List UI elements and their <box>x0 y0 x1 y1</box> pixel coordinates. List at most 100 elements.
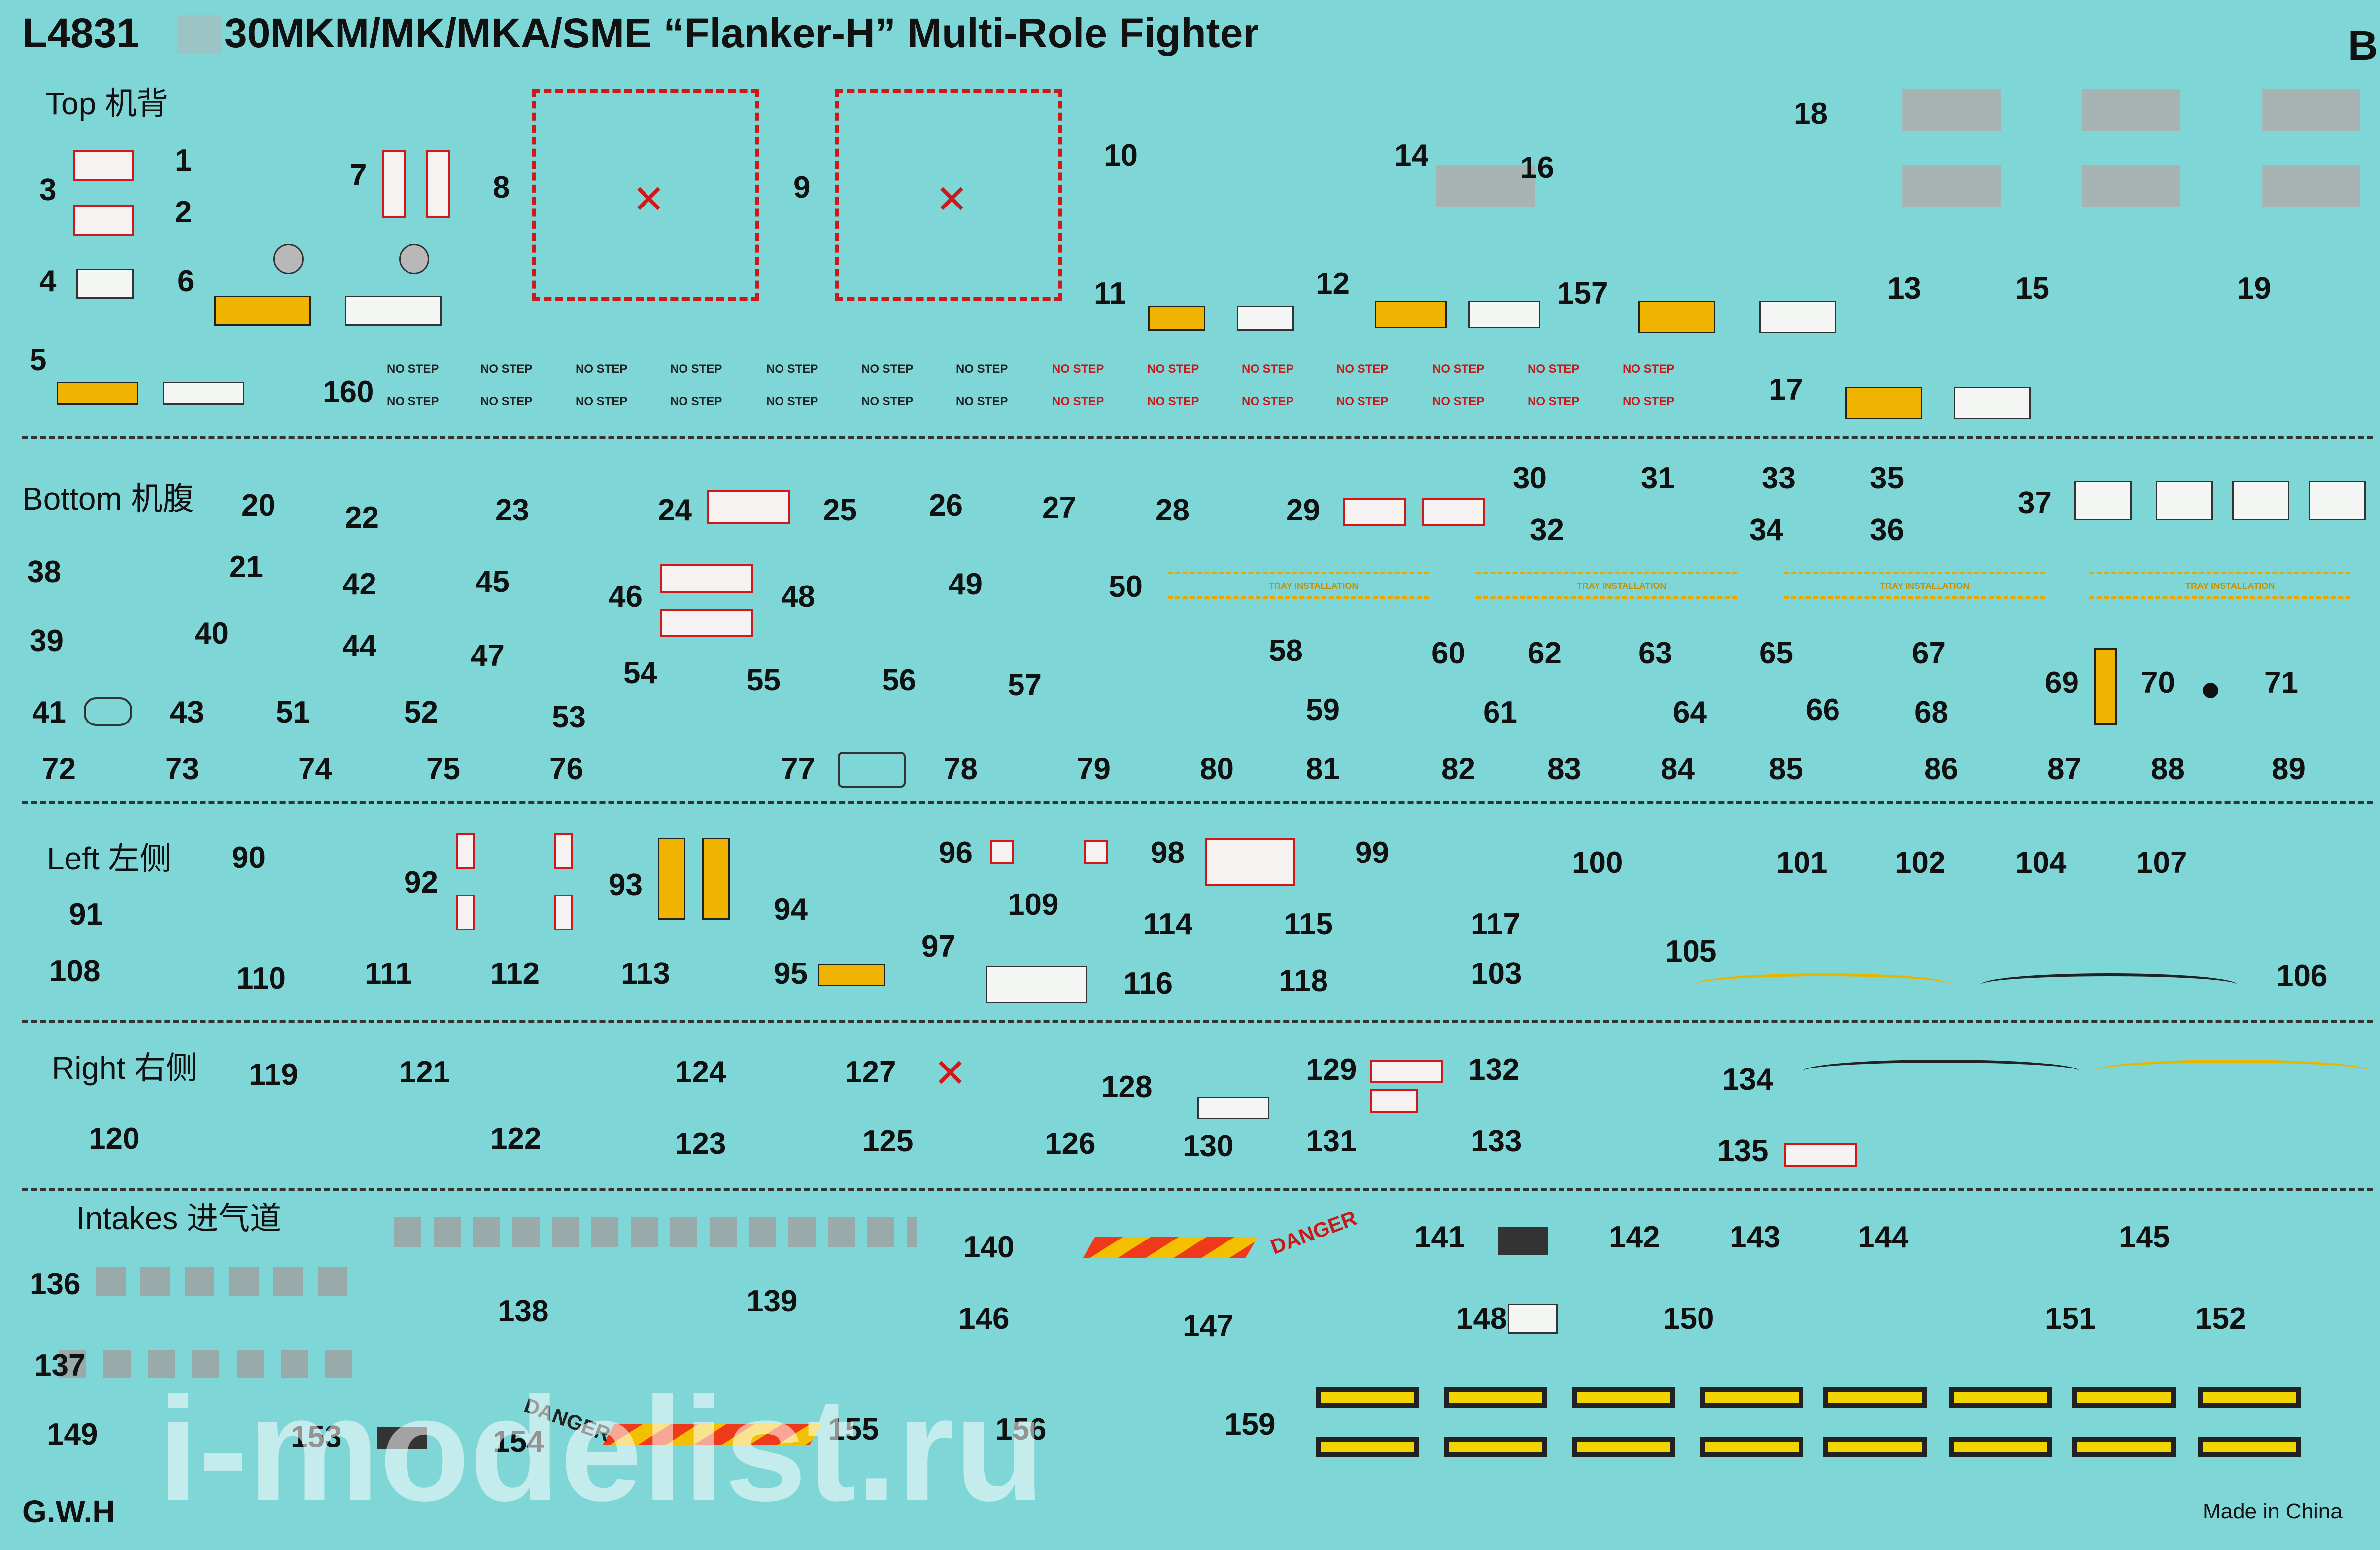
walkway-bar <box>1316 1437 1419 1457</box>
brand-logo: G.W.H <box>22 1494 115 1529</box>
decal-number: 76 <box>549 752 583 786</box>
warning-strip <box>426 150 450 218</box>
decal-number: 111 <box>365 957 412 991</box>
info-plate <box>345 296 442 326</box>
walkway-bar <box>1823 1437 1927 1457</box>
intake-panel-row <box>96 1267 362 1296</box>
section-divider <box>22 1020 2373 1023</box>
warning-plate <box>73 150 134 181</box>
grey-panel <box>2082 165 2180 207</box>
decal-number: 57 <box>1008 668 1042 702</box>
no-step-stencil: NO STEP <box>1432 362 1485 376</box>
decal-number: 66 <box>1806 693 1840 727</box>
decal-number: 22 <box>345 501 379 535</box>
tray-installation-stencil: TRAY INSTALLATION <box>2185 581 2275 591</box>
info-plate <box>163 382 244 405</box>
decal-number: 44 <box>342 629 376 663</box>
decal-number: 55 <box>747 663 781 697</box>
red-outline-box <box>456 833 475 869</box>
no-step-stencil: NO STEP <box>861 362 914 376</box>
tray-line <box>1168 572 1429 574</box>
section-divider <box>22 436 2373 439</box>
walkway-bar <box>2072 1437 2176 1457</box>
panel-decal <box>2156 481 2213 520</box>
grey-panel <box>1902 165 2001 207</box>
decal-number: 119 <box>249 1058 299 1092</box>
decal-number: 130 <box>1183 1129 1234 1163</box>
decal-number: 67 <box>1912 636 1946 670</box>
decal-number: 152 <box>2195 1302 2246 1336</box>
decal-number: 65 <box>1759 636 1793 670</box>
decal-number: 126 <box>1045 1127 1096 1161</box>
decal-number: 19 <box>2237 272 2271 306</box>
decal-number: 60 <box>1431 636 1465 670</box>
no-step-stencil: NO STEP <box>766 395 818 408</box>
no-step-stencil: NO STEP <box>1052 395 1104 408</box>
decal-number: 125 <box>862 1124 914 1158</box>
decal-number: 113 <box>621 957 671 991</box>
no-step-stencil: NO STEP <box>1336 362 1389 376</box>
sheet-title: 30MKM/MK/MKA/SME “Flanker-H” Multi-Role … <box>224 10 1259 56</box>
no-step-stencil: NO STEP <box>480 395 533 408</box>
decal-number: 63 <box>1638 636 1672 670</box>
decal-number: 79 <box>1077 752 1111 786</box>
no-step-stencil: NO STEP <box>387 362 439 376</box>
decal-number: 121 <box>399 1055 450 1089</box>
decal-number: 156 <box>995 1412 1047 1447</box>
section-label-bottom: Bottom 机腹 <box>22 481 194 517</box>
decal-number: 56 <box>882 663 916 697</box>
no-step-stencil: NO STEP <box>956 362 1008 376</box>
decal-number: 1 <box>175 143 192 177</box>
intake-panel-row <box>394 1217 917 1247</box>
decal-number: 153 <box>291 1420 342 1454</box>
decal-number: 32 <box>1530 513 1564 547</box>
decal-number: 68 <box>1914 695 1948 729</box>
decal-number: 99 <box>1355 836 1389 870</box>
decal-number: 12 <box>1316 267 1350 301</box>
no-step-stencil: NO STEP <box>1147 362 1199 376</box>
no-step-stencil: NO STEP <box>1242 362 1294 376</box>
decal-number: 36 <box>1870 513 1904 547</box>
section-divider <box>22 801 2373 804</box>
fuel-filler-icon <box>399 244 429 274</box>
decal-number: 144 <box>1858 1220 1909 1254</box>
decal-number: 78 <box>944 752 978 786</box>
section-label-left: Left 左侧 <box>47 841 171 876</box>
no-step-stencil: NO STEP <box>1147 395 1199 408</box>
warning-plate <box>1784 1143 1857 1167</box>
info-plate <box>1759 301 1836 333</box>
danger-label: DANGER <box>1267 1206 1360 1259</box>
decal-number: 98 <box>1151 836 1185 870</box>
decal-number: 58 <box>1269 634 1303 668</box>
tray-installation-stencil: TRAY INSTALLATION <box>1269 581 1359 591</box>
no-step-stencil: NO STEP <box>480 362 533 376</box>
red-outline-box <box>554 833 573 869</box>
decal-number: 96 <box>939 836 973 870</box>
panel-outline-9: ✕ <box>835 89 1062 301</box>
decal-number: 100 <box>1572 846 1623 880</box>
decal-number: 140 <box>963 1230 1015 1264</box>
decal-number: 30 <box>1513 461 1547 495</box>
decal-number: 11 <box>1094 276 1126 310</box>
decal-number: 16 <box>1520 151 1554 185</box>
decal-number: 42 <box>342 567 376 601</box>
tray-line <box>2089 572 2350 574</box>
decal-number: 102 <box>1895 846 1946 880</box>
decal-number: 80 <box>1200 752 1234 786</box>
no-step-stencil: NO STEP <box>1528 395 1580 408</box>
decal-number: 135 <box>1717 1134 1768 1168</box>
decal-number: 7 <box>350 158 367 192</box>
decal-number: 91 <box>69 897 103 931</box>
decal-number: 26 <box>929 488 963 522</box>
decal-number: 37 <box>2018 486 2052 520</box>
made-in-label: Made in China <box>2203 1499 2343 1523</box>
info-plate <box>76 269 134 299</box>
no-step-stencil: NO STEP <box>387 395 439 408</box>
panel-outline-8: ✕ <box>532 89 759 301</box>
decal-number: 116 <box>1123 966 1173 1000</box>
tray-line <box>1168 596 1429 599</box>
decal-number: 48 <box>781 580 815 614</box>
decal-number: 85 <box>1769 752 1803 786</box>
grey-panel <box>1436 165 1535 207</box>
decal-number: 93 <box>609 868 643 902</box>
